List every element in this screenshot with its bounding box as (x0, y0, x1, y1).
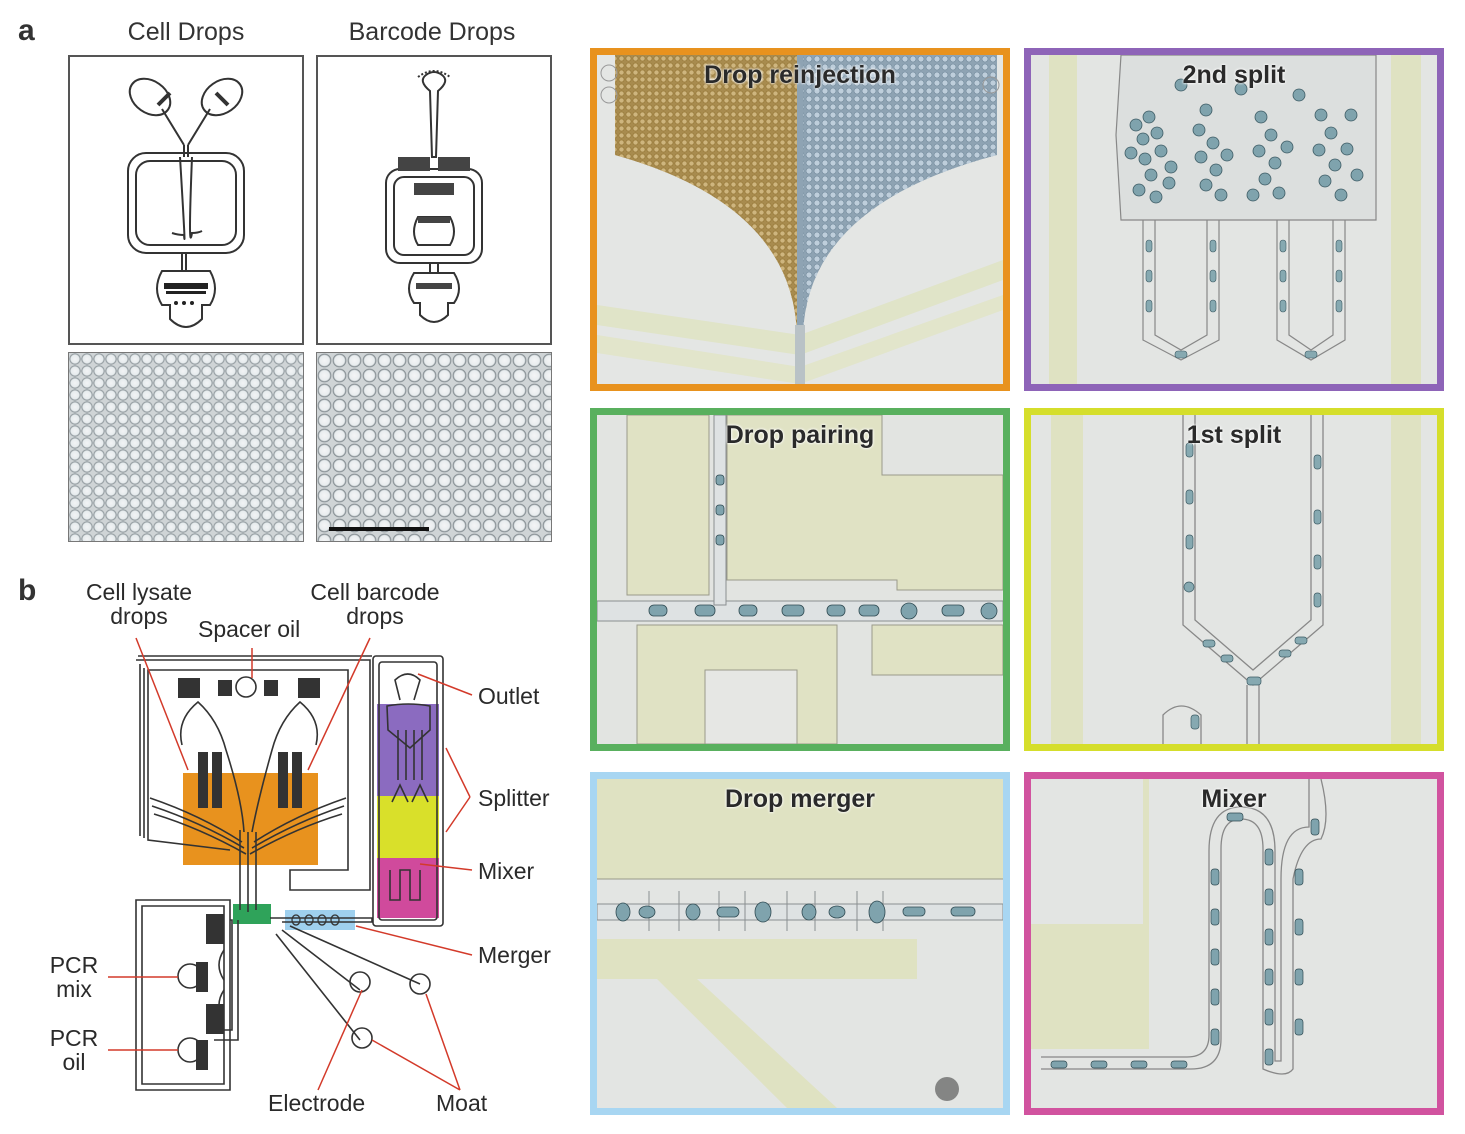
mixer-image (1031, 779, 1327, 1075)
drop-pairing-image (597, 415, 1003, 744)
first-split-image (1051, 415, 1421, 744)
moat-label: Moat (436, 1090, 488, 1116)
pcr-mix-label: PCR mix (49, 952, 99, 1003)
merger-label: Merger (478, 942, 551, 968)
drop-merger-title: Drop merger (724, 785, 876, 813)
first-split-frame: 1st split (1024, 408, 1444, 751)
merger-zone (285, 910, 355, 930)
barcode-drops-device-schematic (316, 55, 552, 345)
barcode-drops-micrograph (316, 352, 552, 542)
mixer-label: Mixer (478, 858, 535, 884)
mixer-frame: Mixer (1024, 772, 1444, 1115)
drop-merger-image (597, 779, 1003, 1108)
second-split-image (1049, 55, 1421, 384)
workflow-device-diagram (108, 637, 473, 1091)
cell-lysate-label: Cell lysate drops (85, 579, 193, 630)
barcode-drops-device-drawing (385, 70, 483, 323)
cell-drops-device-drawing (127, 77, 245, 328)
drop-reinjection-frame: Drop reinjection (590, 48, 1010, 391)
electrode-label: Electrode (268, 1090, 366, 1116)
panel-a-letter: a (18, 14, 35, 47)
spacer-oil-label: Spacer oil (198, 616, 301, 642)
drop-merger-frame: Drop merger (590, 772, 1010, 1115)
second-split-title: 2nd split (1182, 61, 1286, 89)
mixer-title: Mixer (1201, 785, 1267, 813)
second-split-frame: 2nd split (1024, 48, 1444, 391)
splitter-label: Splitter (478, 785, 550, 811)
cell-drops-title: Cell Drops (127, 18, 245, 46)
first-split-title: 1st split (1186, 421, 1282, 449)
cell-drops-device-schematic (68, 55, 304, 345)
drop-reinjection-title: Drop reinjection (704, 61, 896, 89)
drop-pairing-frame: Drop pairing (590, 408, 1010, 751)
mixer-zone (377, 858, 439, 918)
first-split-zone (377, 796, 439, 858)
drop-reinjection-image (597, 55, 1003, 384)
pairing-zone (233, 904, 271, 924)
drop-pairing-title: Drop pairing (725, 421, 875, 449)
cell-drops-micrograph (68, 352, 304, 542)
cell-barcode-label: Cell barcode drops (310, 579, 440, 630)
panel-b-letter: b (18, 574, 37, 607)
pcr-oil-label: PCR oil (49, 1025, 99, 1076)
scale-bar (329, 527, 429, 531)
barcode-drops-title: Barcode Drops (348, 18, 516, 46)
outlet-label: Outlet (478, 683, 540, 709)
